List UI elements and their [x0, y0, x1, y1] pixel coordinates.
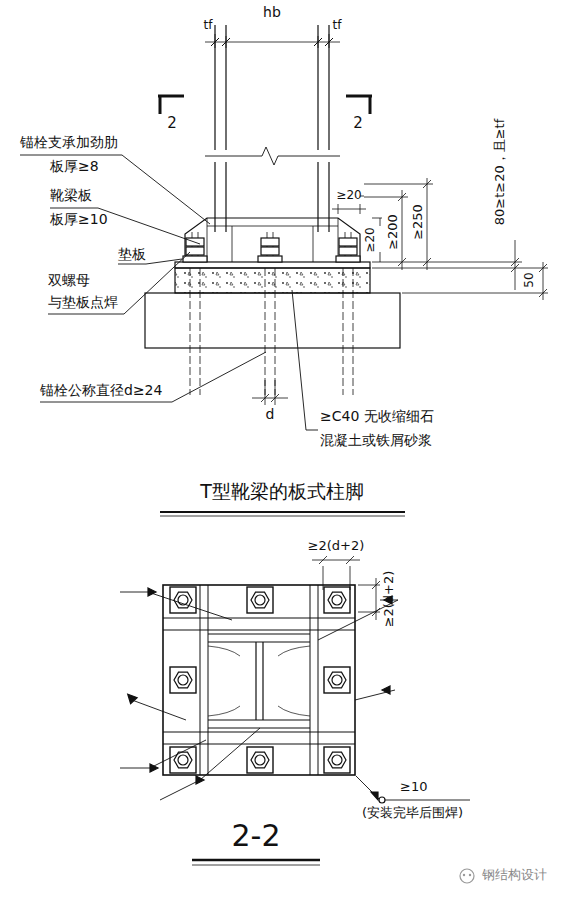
dimension-label: 垫板	[118, 246, 146, 262]
dimension-label: 锚栓支承加劲肋	[20, 134, 118, 150]
dimension-label: ≥20	[336, 189, 361, 203]
dimension-label: ≥C40 无收缩细石	[320, 408, 434, 424]
section-caption: 2-2	[232, 819, 281, 854]
dimension-label: ≥20	[364, 227, 378, 252]
watermark-icon	[460, 869, 474, 883]
dimension-label: d	[266, 406, 275, 422]
dimension-label: (安装完毕后围焊)	[362, 806, 463, 821]
dimension-label: ≥10	[400, 780, 427, 795]
figure-title: T型靴梁的板式柱脚	[200, 481, 364, 503]
dimension-label: tf	[333, 19, 342, 33]
dimension-label: tf	[204, 19, 213, 33]
dimension-label: ≥250	[411, 204, 426, 240]
dimension-label: 2	[353, 115, 363, 132]
dimension-label: 板厚≥8	[50, 158, 99, 174]
dimension-label: 与垫板点焊	[48, 294, 118, 310]
dimension-label: ≥2(d+2)	[308, 539, 365, 554]
dimension-label: 混凝土或铁屑砂浆	[320, 432, 432, 448]
dimension-label: ≥2(d+2)	[382, 571, 397, 628]
dimension-label: 靴梁板	[50, 187, 92, 203]
dimension-label: 2	[167, 115, 177, 132]
section-2-2	[120, 556, 470, 865]
dimension-label: 双螺母	[48, 272, 90, 288]
dimension-label: 锚栓公称直径d≥24	[40, 382, 162, 398]
dimension-label: 80≥t≥20，且≥tf	[493, 119, 508, 226]
dimension-label: ≥200	[386, 214, 401, 250]
elevation	[20, 25, 548, 516]
dimension-label: 50	[523, 272, 537, 287]
dimension-label: hb	[263, 4, 281, 20]
watermark: 钢结构设计	[482, 868, 547, 883]
dimension-label: 板厚≥10	[50, 211, 108, 227]
